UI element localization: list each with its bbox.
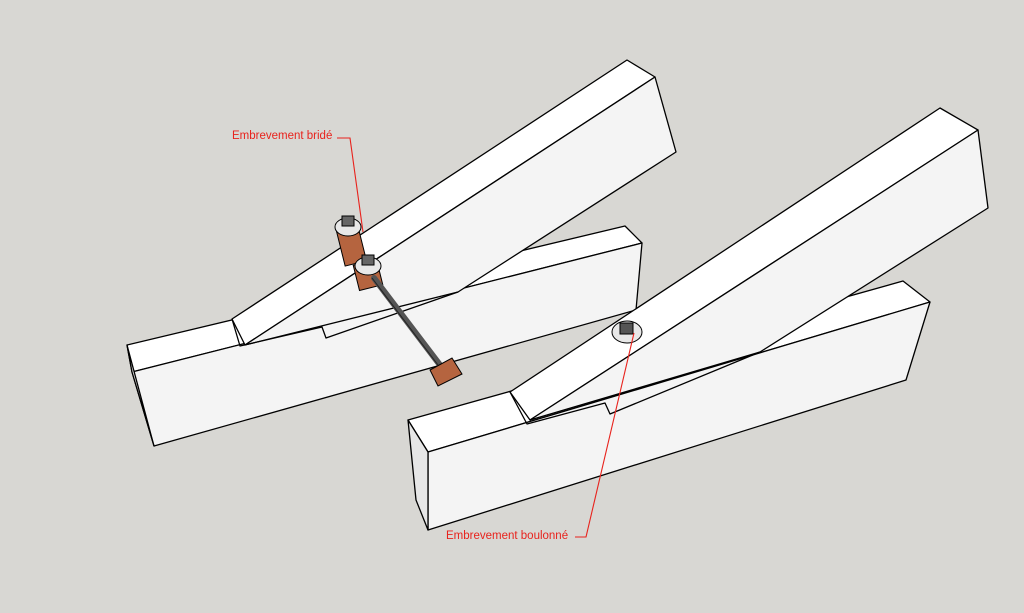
left-rafter-side: [244, 76, 677, 346]
right-tie-beam-end: [407, 419, 429, 531]
left-nut-lower: [361, 254, 375, 266]
right-joint: [407, 107, 989, 531]
right-rafter-side: [529, 129, 989, 421]
label-embrevement-bride: Embrevement bridé: [232, 130, 333, 142]
right-notch: [509, 351, 761, 425]
left-joint: [126, 59, 677, 447]
left-nut-upper: [341, 215, 355, 227]
left-anchor-plate: [429, 357, 463, 387]
left-notch: [231, 291, 459, 347]
left-tie-rod-edge: [371, 277, 439, 366]
left-tie-rod: [371, 275, 443, 368]
left-tie-beam-end: [126, 344, 155, 447]
leader-bride: [337, 137, 364, 233]
leader-boulonne: [575, 332, 635, 538]
label-embrevement-boulonne: Embrevement boulonné: [446, 530, 569, 542]
right-bolt-nut: [619, 322, 634, 335]
